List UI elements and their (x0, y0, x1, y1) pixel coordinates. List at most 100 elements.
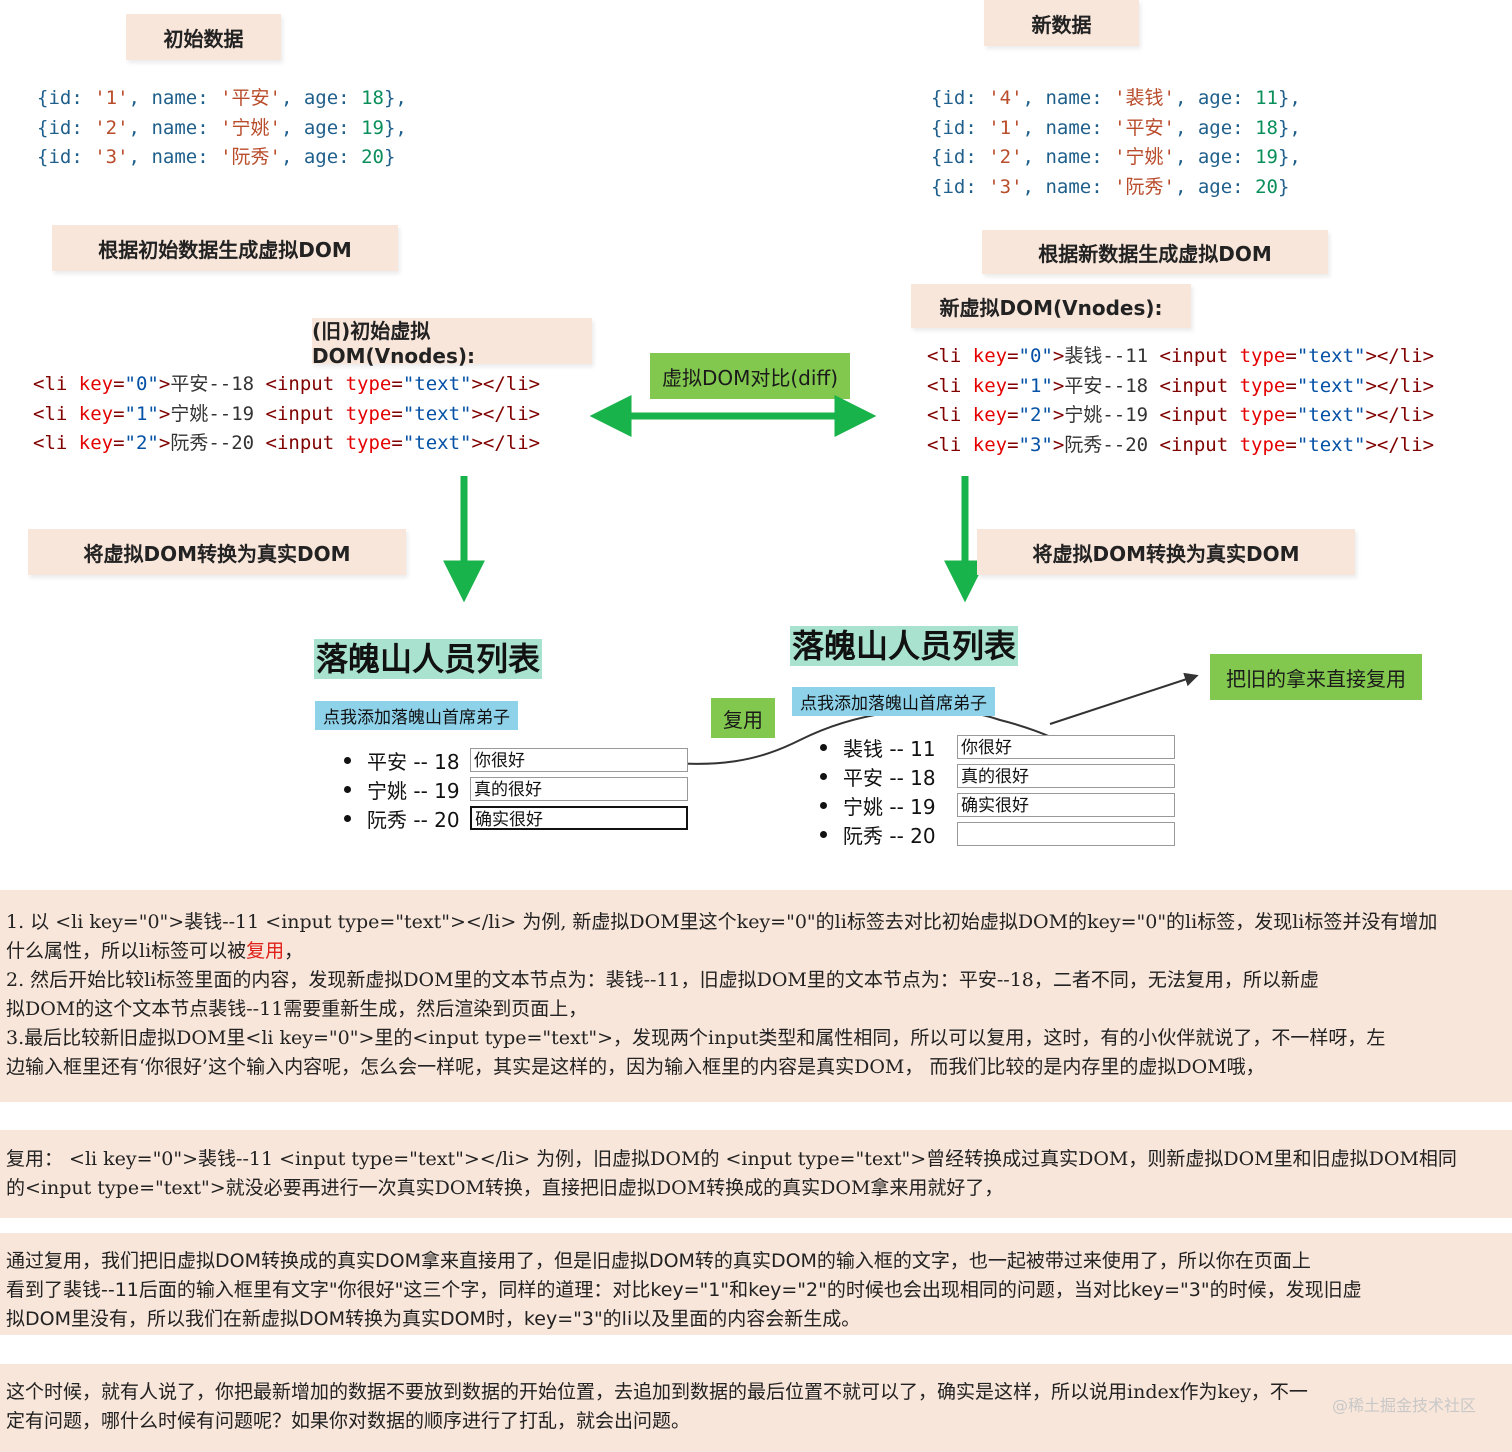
explanation-paragraph-1: 1. 以 <li key="0">裴钱--11 <input type="tex… (0, 890, 1512, 1102)
key-age: age: (303, 116, 362, 139)
p1-line2-pre: 什么属性，所以li标签可以被 (6, 940, 247, 962)
bullet-icon (344, 757, 351, 764)
attr-type-value: "text" (1296, 433, 1366, 456)
li-open: <li (927, 404, 973, 426)
new-vnodes-code: <li key="0">裴钱--11 <input type="text"></… (927, 342, 1434, 460)
text-node: 宁姚--19 (1064, 404, 1160, 426)
gen-old-vdom-label: 根据初始数据生成虚拟DOM (52, 225, 398, 271)
attr-key-value: "0" (1018, 345, 1053, 367)
right-add-button[interactable]: 点我添加落魄山首席弟子 (792, 687, 995, 716)
brace-end: }, (1277, 146, 1301, 168)
initial-data-line: {id: '2', name: '宁姚', age: 19}, (37, 114, 407, 144)
equals: = (391, 373, 403, 395)
attr-key: key (78, 402, 114, 425)
key-id: id: (48, 87, 95, 109)
right-list-item: 阮秀 -- 20 (820, 820, 1175, 849)
key-age: age: (1197, 87, 1256, 109)
value-age: 19 (361, 116, 384, 139)
text-node: 平安--18 (170, 373, 266, 395)
attr-type: type (1239, 433, 1286, 456)
value-id: '2' (94, 116, 129, 139)
p1-reuse-word: 复用 (246, 940, 285, 962)
text-node: 宁姚--19 (170, 402, 266, 425)
equals: = (113, 432, 125, 454)
old-vnodes-code: <li key="0">平安--18 <input type="text"></… (33, 370, 540, 459)
person-label: 阮秀 -- 20 (843, 824, 936, 848)
text-node: 阮秀--20 (170, 432, 266, 454)
value-name: '宁姚' (1114, 146, 1175, 168)
p2-line2: 的<input type="text">就没必要再进行一次真实DOM转换，直接把… (6, 1177, 1004, 1199)
input-open: <input (1159, 404, 1240, 426)
gen-new-vdom-label: 根据新数据生成虚拟DOM (982, 230, 1328, 274)
text-node: 裴钱--11 (1064, 345, 1160, 367)
attr-key-value: "1" (1018, 374, 1053, 397)
diff-label: 虚拟DOM对比(diff) (650, 353, 850, 399)
li-close: ></li> (471, 402, 541, 425)
input-open: <input (1159, 345, 1240, 367)
p1-line3: 2. 然后开始比较li标签里面的内容，发现新虚拟DOM里的文本节点为：裴钱--1… (6, 969, 1319, 991)
attr-type-value: "text" (402, 373, 472, 395)
comma: , (1022, 116, 1046, 139)
text-input[interactable]: 确实很好 (957, 793, 1175, 817)
attr-type-value: "text" (402, 402, 472, 425)
tag-close: > (1052, 404, 1065, 426)
key-id: id: (48, 116, 95, 139)
text-input[interactable]: 你很好 (470, 748, 688, 772)
li-close: ></li> (471, 432, 541, 454)
p2-line1: 复用： <li key="0">裴钱--11 <input type="text… (6, 1148, 1457, 1170)
comma: , (128, 116, 152, 139)
value-name: '阮秀' (220, 146, 281, 168)
value-name: '宁姚' (220, 116, 281, 139)
key-age: age: (303, 146, 362, 168)
li-open: <li (33, 432, 79, 454)
new-data-line: {id: '1', name: '平安', age: 18}, (931, 114, 1301, 144)
person-label: 宁姚 -- 19 (843, 795, 936, 819)
attr-key-value: "3" (1018, 433, 1053, 456)
value-age: 20 (361, 146, 384, 168)
reuse-direct-label: 把旧的拿来直接复用 (1210, 654, 1422, 700)
value-age: 18 (361, 87, 384, 109)
text-input[interactable]: 真的很好 (470, 777, 688, 801)
brace-end: }, (1277, 116, 1301, 139)
comma: , (128, 87, 152, 109)
value-age: 11 (1255, 87, 1278, 109)
attr-type: type (1239, 404, 1286, 426)
equals: = (1285, 433, 1297, 456)
input-open: <input (1159, 374, 1240, 397)
li-close: ></li> (1365, 374, 1435, 397)
equals: = (1007, 374, 1019, 397)
comma: , (1022, 175, 1046, 198)
person-label: 裴钱 -- 11 (843, 737, 936, 761)
value-name: '平安' (1114, 116, 1175, 139)
text-input[interactable]: 确实很好 (470, 806, 688, 830)
comma: , (1174, 146, 1198, 168)
attr-key: key (78, 373, 114, 395)
attr-type-value: "text" (1296, 374, 1366, 397)
attr-type: type (1239, 345, 1286, 367)
attr-key-value: "2" (124, 432, 159, 454)
left-add-button[interactable]: 点我添加落魄山首席弟子 (315, 701, 518, 730)
brace: { (931, 87, 943, 109)
text-input[interactable]: 你很好 (957, 735, 1175, 759)
brace: { (931, 146, 943, 168)
bullet-icon (820, 831, 827, 838)
value-id: '1' (94, 87, 129, 109)
person-label: 平安 -- 18 (843, 766, 936, 790)
new-data-line: {id: '3', name: '阮秀', age: 20} (931, 173, 1301, 203)
tag-close: > (158, 373, 171, 395)
attr-type: type (345, 402, 392, 425)
key-name: name: (1045, 116, 1115, 139)
li-close: ></li> (1365, 345, 1435, 367)
brace: { (931, 116, 943, 139)
li-close: ></li> (471, 373, 541, 395)
new-vnode-line: <li key="2">宁姚--19 <input type="text"></… (927, 401, 1434, 431)
new-vnode-line: <li key="1">平安--18 <input type="text"></… (927, 372, 1434, 402)
text-input[interactable] (957, 822, 1175, 846)
text-input[interactable]: 真的很好 (957, 764, 1175, 788)
bullet-icon (820, 802, 827, 809)
new-vnode-line: <li key="3">阮秀--20 <input type="text"></… (927, 431, 1434, 461)
equals: = (1285, 345, 1297, 367)
